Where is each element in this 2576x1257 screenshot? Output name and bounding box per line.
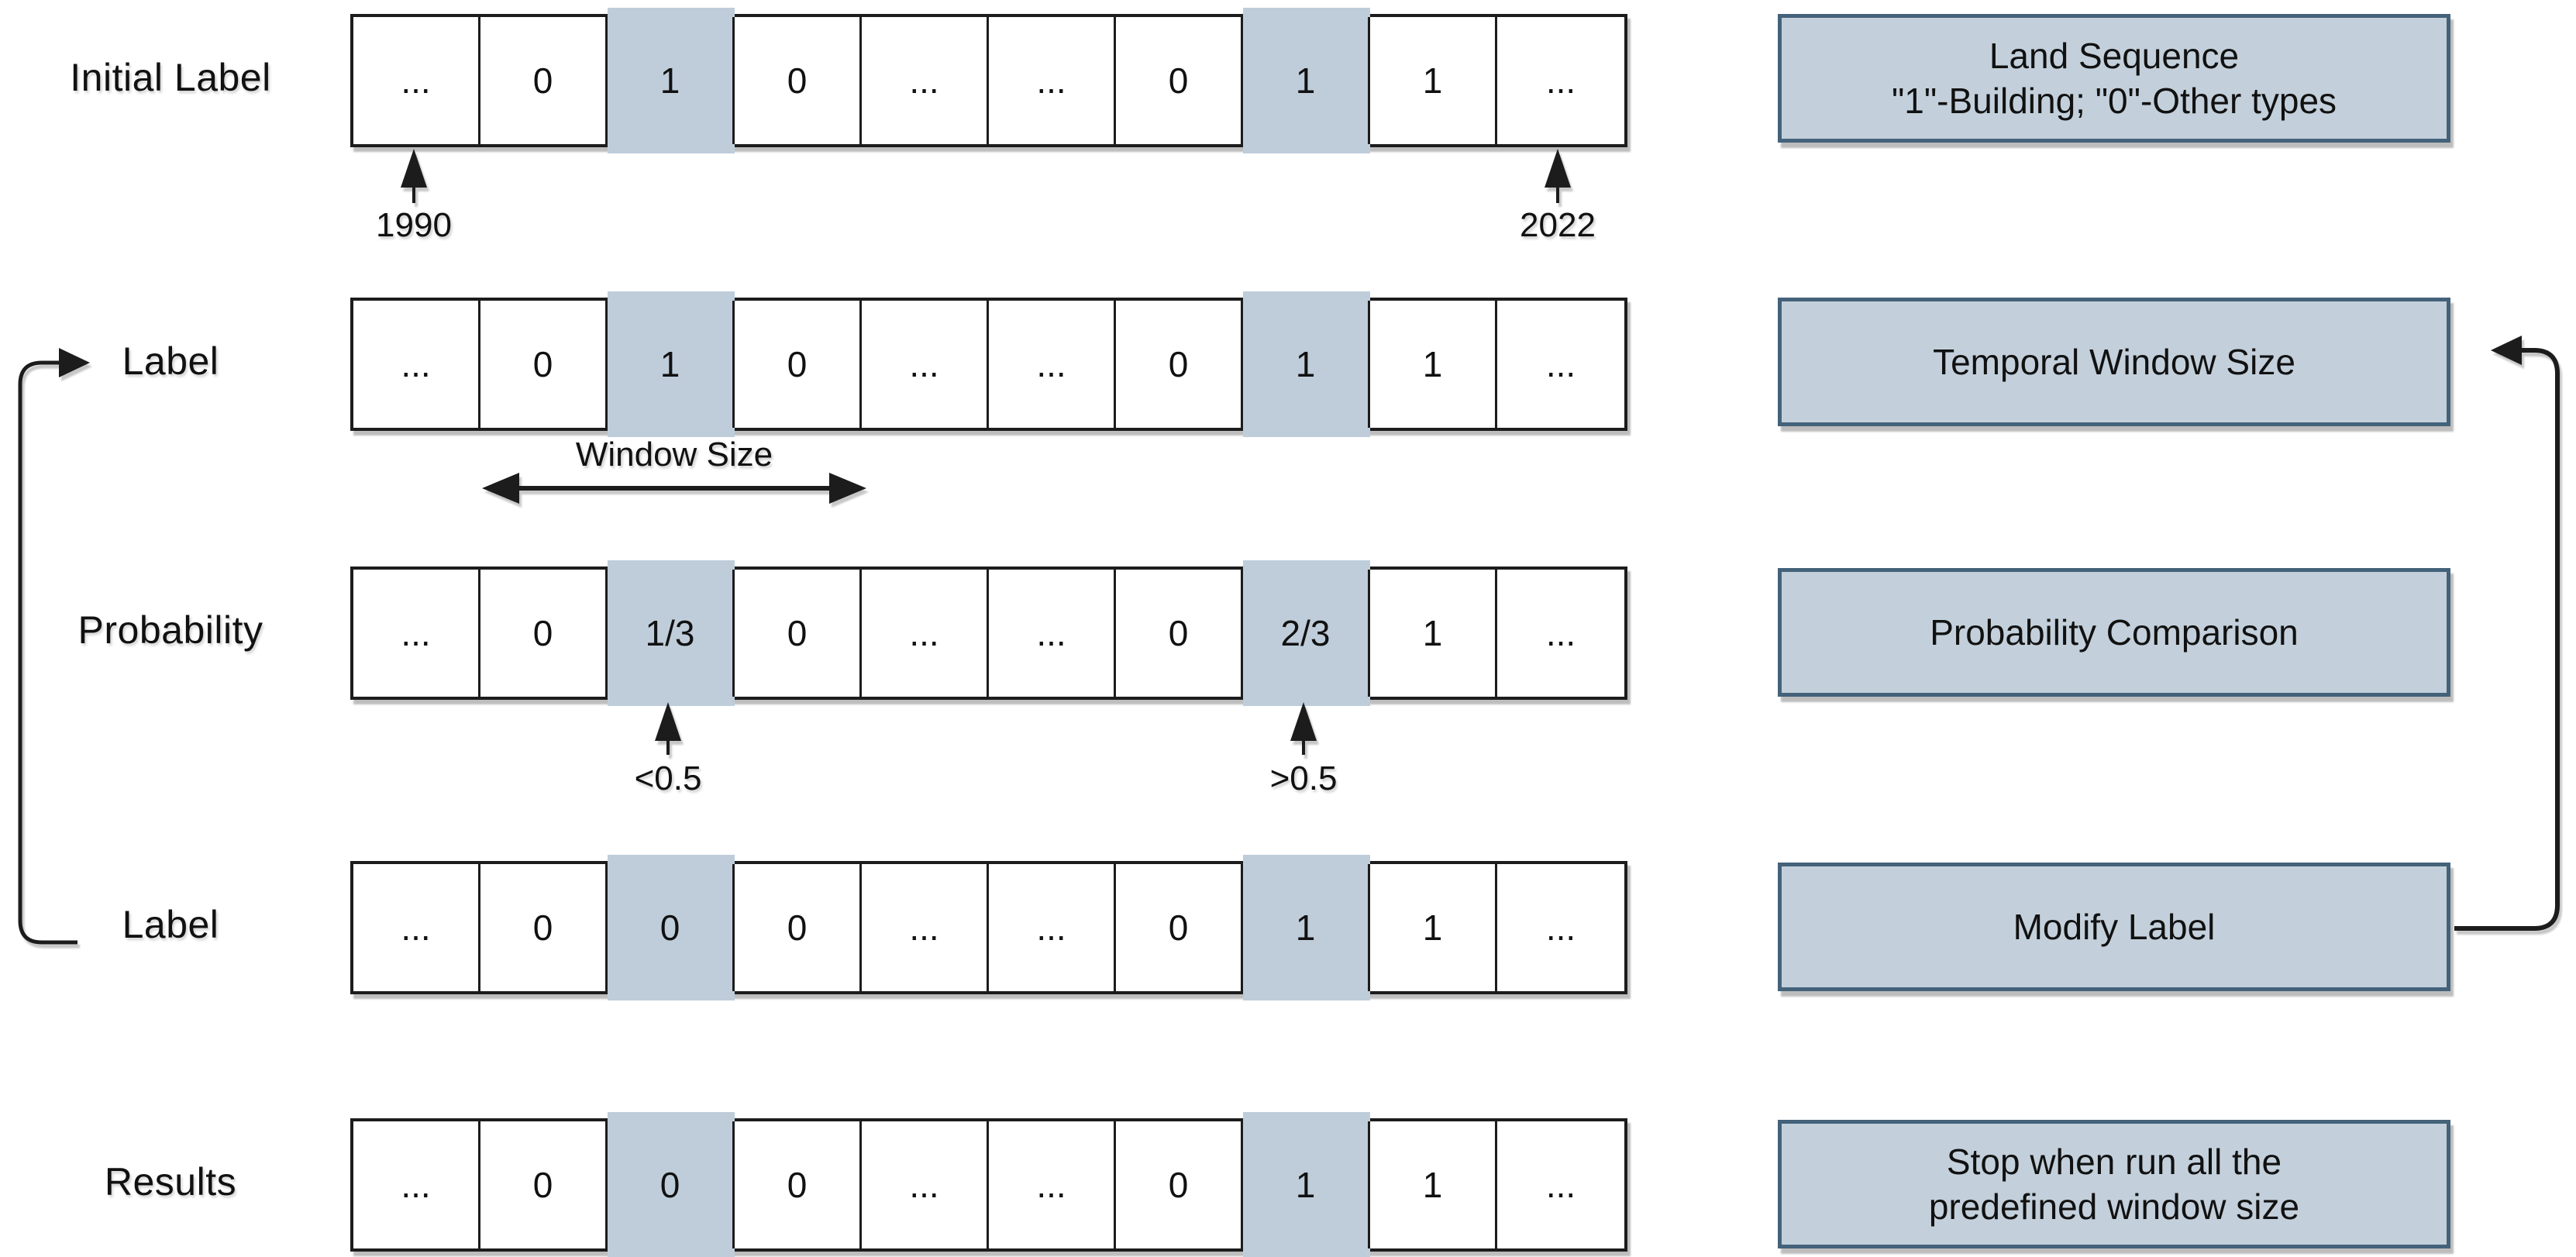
sequence-cell: 0	[480, 17, 608, 144]
process-box-stop-condition: Stop when run all the predefined window …	[1778, 1120, 2450, 1248]
sequence-cell: ...	[862, 17, 989, 144]
sequence-cell: 0	[1116, 301, 1243, 428]
sequence-row-label: ... 0 1 0 ... ... 0 1 1 ...	[350, 298, 1627, 431]
sequence-cell: 0	[1116, 570, 1243, 697]
sequence-cell: ...	[1497, 864, 1624, 991]
sequence-cell: ...	[353, 17, 480, 144]
process-box-line: "1"-Building; "0"-Other types	[1891, 81, 2337, 121]
sequence-cell: ...	[353, 301, 480, 428]
sequence-cell: ...	[353, 864, 480, 991]
process-box-line: predefined window size	[1928, 1186, 2300, 1227]
sequence-cell: ...	[1497, 17, 1624, 144]
sequence-cell-highlighted: 1	[1243, 1121, 1370, 1248]
sequence-cell: 0	[1116, 1121, 1243, 1248]
arrow-1990-icon	[401, 149, 427, 203]
row-label-results: Results	[104, 1160, 237, 1204]
window-size-double-arrow-icon	[482, 473, 866, 504]
process-box-probability-comparison: Probability Comparison	[1778, 568, 2450, 697]
sequence-cell: 0	[480, 864, 608, 991]
arrow-2022-icon	[1545, 149, 1571, 203]
sequence-cell: ...	[989, 301, 1116, 428]
sequence-row-initial-label: ... 0 1 0 ... ... 0 1 1 ...	[350, 14, 1627, 147]
sequence-cell: 1	[1370, 17, 1497, 144]
sequence-cell-highlighted: 1	[1243, 864, 1370, 991]
sequence-cell: 0	[480, 1121, 608, 1248]
process-box-modify-label: Modify Label	[1778, 863, 2450, 991]
row-label-initial-label: Initial Label	[70, 56, 271, 99]
sequence-cell: 0	[735, 17, 862, 144]
process-box-line: Temporal Window Size	[1933, 342, 2295, 382]
arrow-above-threshold-icon	[1290, 702, 1317, 755]
sequence-row-results: ... 0 0 0 ... ... 0 1 1 ...	[350, 1118, 1627, 1252]
annotation-start-year: 1990	[376, 206, 452, 244]
sequence-cell: 1	[1370, 864, 1497, 991]
row-label-probability: Probability	[77, 608, 263, 652]
sequence-cell: ...	[1497, 301, 1624, 428]
sequence-cell: 0	[735, 301, 862, 428]
sequence-cell-highlighted: 0	[608, 1121, 735, 1248]
sequence-cell: ...	[1497, 570, 1624, 697]
sequence-cell: 0	[735, 1121, 862, 1248]
sequence-cell: 0	[1116, 864, 1243, 991]
process-box-temporal-window-size: Temporal Window Size	[1778, 298, 2450, 426]
sequence-cell: 1	[1370, 1121, 1497, 1248]
sequence-cell: ...	[862, 864, 989, 991]
annotation-end-year: 2022	[1520, 206, 1596, 244]
sequence-row-probability: ... 0 1/3 0 ... ... 0 2/3 1 ...	[350, 567, 1627, 700]
arrow-below-threshold-icon	[655, 702, 681, 755]
sequence-cell-highlighted: 1	[608, 17, 735, 144]
sequence-cell: ...	[989, 864, 1116, 991]
sequence-cell-highlighted: 1	[608, 301, 735, 428]
annotation-below-threshold: <0.5	[634, 759, 702, 797]
row-label-label: Label	[122, 339, 219, 383]
sequence-cell: ...	[862, 301, 989, 428]
sequence-cell: ...	[353, 1121, 480, 1248]
sequence-cell: ...	[989, 570, 1116, 697]
process-box-line: Land Sequence	[1989, 36, 2240, 76]
sequence-cell: ...	[989, 17, 1116, 144]
sequence-cell: 0	[480, 301, 608, 428]
sequence-cell: ...	[1497, 1121, 1624, 1248]
sequence-cell: 0	[735, 864, 862, 991]
sequence-cell-highlighted: 1	[1243, 301, 1370, 428]
sequence-cell: 0	[735, 570, 862, 697]
sequence-cell: ...	[862, 570, 989, 697]
annotation-above-threshold: >0.5	[1269, 759, 1338, 797]
sequence-cell: ...	[989, 1121, 1116, 1248]
sequence-row-modified-label: ... 0 0 0 ... ... 0 1 1 ...	[350, 861, 1627, 994]
sequence-cell: 0	[1116, 17, 1243, 144]
sequence-cell: ...	[862, 1121, 989, 1248]
sequence-cell-highlighted: 0	[608, 864, 735, 991]
right-feedback-loop-arrow	[2454, 336, 2560, 931]
process-box-line: Probability Comparison	[1930, 612, 2299, 653]
sequence-cell-highlighted: 1	[1243, 17, 1370, 144]
sequence-cell: 1	[1370, 301, 1497, 428]
sequence-cell-highlighted: 1/3	[608, 570, 735, 697]
sequence-cell-highlighted: 2/3	[1243, 570, 1370, 697]
sequence-cell: 0	[480, 570, 608, 697]
process-box-line: Stop when run all the	[1946, 1142, 2282, 1182]
annotation-window-size: Window Size	[575, 436, 773, 474]
row-label-modified-label: Label	[122, 903, 219, 946]
process-box-land-sequence: Land Sequence "1"-Building; "0"-Other ty…	[1778, 14, 2450, 143]
sequence-cell: 1	[1370, 570, 1497, 697]
sequence-cell: ...	[353, 570, 480, 697]
process-box-line: Modify Label	[2013, 907, 2216, 947]
